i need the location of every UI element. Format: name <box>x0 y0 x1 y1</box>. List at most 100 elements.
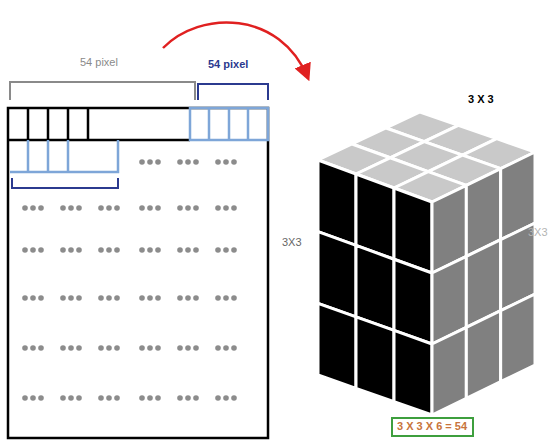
pixel-dot <box>193 247 199 253</box>
pixel-dot <box>30 295 36 301</box>
pixel-dot <box>106 247 112 253</box>
pixel-dot <box>215 205 221 211</box>
pixel-dot <box>30 205 36 211</box>
pixel-dot <box>60 295 66 301</box>
pixel-dot <box>223 395 229 401</box>
cube-front-face <box>356 317 394 402</box>
pixel-dot <box>215 395 221 401</box>
pixel-dot <box>60 345 66 351</box>
pixel-dot <box>68 205 74 211</box>
pixel-dot <box>98 205 104 211</box>
pixel-dot <box>185 345 191 351</box>
pixel-dots <box>22 159 237 401</box>
equation-box: 3 X 3 X 6 = 54 <box>391 417 474 437</box>
pixel-dot <box>231 205 237 211</box>
dimension-label: 54 pixel <box>208 58 248 71</box>
pixel-dot <box>147 247 153 253</box>
cube-side-face <box>501 294 535 382</box>
pixel-dot <box>22 205 28 211</box>
pixel-dot <box>98 247 104 253</box>
image-grid <box>8 108 268 438</box>
face-label: 3X3 <box>282 236 302 249</box>
pixel-dot <box>231 247 237 253</box>
face-label: 3 X 3 <box>468 93 494 106</box>
pixel-dot <box>114 247 120 253</box>
pixel-dot <box>22 345 28 351</box>
pixel-dot <box>76 345 82 351</box>
pixel-dot <box>223 345 229 351</box>
pixel-dot <box>98 295 104 301</box>
pixel-dot <box>185 295 191 301</box>
pixel-dot <box>106 205 112 211</box>
pixel-dot <box>185 159 191 165</box>
pixel-dot <box>177 247 183 253</box>
face-label: 3X3 <box>528 226 548 239</box>
pixel-dot <box>68 295 74 301</box>
row-line <box>8 139 190 142</box>
pixel-dot <box>60 247 66 253</box>
pixel-dot <box>155 295 161 301</box>
pixel-dot <box>177 345 183 351</box>
pixel-dot <box>193 205 199 211</box>
pixel-dot <box>193 159 199 165</box>
cube <box>318 112 535 415</box>
second-row-cells <box>10 140 118 172</box>
blue-cell-lines <box>209 108 248 140</box>
pixel-cells <box>28 108 88 140</box>
pixel-dot <box>114 205 120 211</box>
pixel-dot <box>231 345 237 351</box>
pixel-dot <box>193 345 199 351</box>
red-curved-arrow <box>163 22 308 78</box>
lower-bracket <box>12 178 118 188</box>
pixel-dot <box>98 395 104 401</box>
pixel-dot <box>106 345 112 351</box>
pixel-dot <box>76 247 82 253</box>
pixel-dot <box>114 345 120 351</box>
pixel-dot <box>223 159 229 165</box>
pixel-dot <box>177 159 183 165</box>
pixel-dot <box>215 247 221 253</box>
pixel-dot <box>114 395 120 401</box>
pixel-dot <box>139 295 145 301</box>
pixel-dot <box>38 247 44 253</box>
pixel-dot <box>215 159 221 165</box>
pixel-dot <box>185 205 191 211</box>
cube-front-face <box>318 303 356 388</box>
pixel-dot <box>139 205 145 211</box>
equation-text: 3 X 3 X 6 = 54 <box>397 420 468 433</box>
pixel-dot <box>114 295 120 301</box>
pixel-dot <box>22 295 28 301</box>
pixel-dot <box>223 295 229 301</box>
pixel-dot <box>177 205 183 211</box>
pixel-dot <box>215 295 221 301</box>
pixel-dot <box>22 247 28 253</box>
pixel-dot <box>76 395 82 401</box>
pixel-dot <box>231 295 237 301</box>
cube-side-face <box>432 327 466 415</box>
pixel-dot <box>215 345 221 351</box>
pixel-dot <box>98 345 104 351</box>
pixel-dot <box>155 395 161 401</box>
pixel-dot <box>147 345 153 351</box>
dimension-label: 54 pixel <box>80 56 118 69</box>
pixel-dot <box>147 395 153 401</box>
pixel-dot <box>38 345 44 351</box>
pixel-dot <box>76 205 82 211</box>
pixel-dot <box>155 247 161 253</box>
pixel-dot <box>30 345 36 351</box>
pixel-dot <box>185 395 191 401</box>
pixel-dot <box>139 395 145 401</box>
pixel-dot <box>147 159 153 165</box>
cube-side-face <box>466 311 500 399</box>
pixel-dot <box>22 395 28 401</box>
pixel-dot <box>155 159 161 165</box>
pixel-dot <box>177 295 183 301</box>
pixel-dot <box>185 247 191 253</box>
pixel-dot <box>76 295 82 301</box>
cube-front-face <box>394 330 432 415</box>
pixel-dot <box>147 295 153 301</box>
pixel-dot <box>223 205 229 211</box>
pixel-dot <box>193 395 199 401</box>
blue-bracket <box>198 84 268 100</box>
